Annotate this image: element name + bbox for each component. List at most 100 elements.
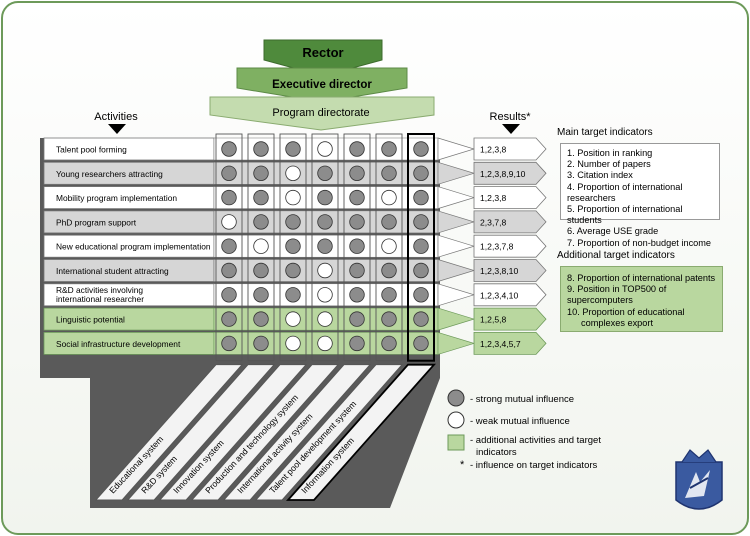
- weak-influence-icon: [317, 335, 333, 352]
- weak-influence-icon: [317, 262, 333, 279]
- activity-label: New educational program implementation: [56, 242, 211, 252]
- strong-influence-icon: [285, 141, 301, 157]
- strong-influence-icon: [253, 262, 269, 279]
- strong-influence-icon: [381, 214, 397, 230]
- system-band: [222, 364, 372, 501]
- row-arrow-icon: [437, 234, 476, 258]
- strong-influence-icon: [413, 335, 429, 352]
- activities-arrow-icon: [108, 124, 126, 134]
- additional-indicators-box: 8. Proportion of international patents 9…: [560, 266, 723, 332]
- weak-influence-icon: [317, 311, 333, 327]
- strong-influence-icon: [285, 287, 301, 303]
- system-band: [285, 363, 437, 501]
- row-arrow-icon: [437, 161, 476, 185]
- system-column-frame: [247, 133, 275, 362]
- weak-influence-icon: [221, 214, 237, 230]
- result-box: [473, 161, 547, 185]
- activity-label: Social infrastructure development: [56, 339, 181, 349]
- strong-influence-icon: [381, 141, 397, 157]
- strong-influence-icon: [381, 165, 397, 182]
- activities-label: Activities: [94, 111, 138, 123]
- activity-label: Young researchers attracting: [56, 169, 163, 179]
- weak-influence-icon: [381, 238, 397, 254]
- system-column-frame: [343, 133, 371, 362]
- strong-influence-icon: [413, 311, 429, 327]
- strong-influence-icon: [253, 141, 269, 157]
- main-indicator-5: 5. Proportion of international students: [567, 204, 683, 226]
- activity-label: PhD program support: [56, 217, 137, 227]
- system-band: [190, 364, 340, 501]
- main-indicator-3: 3. Citation index: [567, 170, 633, 181]
- legend-additional-text-2: indicators: [476, 447, 517, 458]
- main-indicator-1: 1. Position in ranking: [567, 148, 653, 158]
- strong-influence-icon: [253, 311, 269, 327]
- result-label: 1,2,3,8,10: [480, 266, 518, 276]
- strong-influence-icon: [349, 238, 365, 254]
- strong-influence-icon: [221, 335, 237, 352]
- strong-influence-icon: [317, 214, 333, 230]
- strong-influence-icon: [349, 335, 365, 352]
- row-arrow-icon: [437, 210, 476, 234]
- strong-influence-icon: [221, 287, 237, 303]
- strong-influence-icon: [413, 141, 429, 157]
- strong-influence-icon: [253, 189, 269, 206]
- weak-influence-icon: [285, 335, 301, 352]
- strong-influence-icon: [381, 262, 397, 279]
- system-column-frame: [375, 133, 403, 362]
- weak-influence-icon: [317, 287, 333, 303]
- activity-label: International student attracting: [56, 266, 169, 276]
- strong-influence-icon: [253, 335, 269, 352]
- strong-influence-icon: [349, 189, 365, 206]
- row-arrow-icon: [437, 186, 476, 210]
- strong-influence-icon: [413, 165, 429, 182]
- result-box: [473, 259, 547, 282]
- strong-influence-icon: [285, 238, 301, 254]
- result-label: 1,2,3,8: [480, 193, 507, 203]
- results-label: Results*: [490, 111, 532, 123]
- activity-label: Mobility program implementation: [56, 193, 177, 203]
- weak-influence-icon: [285, 165, 301, 182]
- weak-influence-icon: [317, 141, 333, 157]
- activity-label-line2: international researcher: [56, 294, 144, 304]
- strong-influence-icon: [413, 287, 429, 303]
- activity-label: Linguistic potential: [56, 315, 125, 325]
- system-column-frame: [215, 133, 243, 362]
- strong-influence-icon: [349, 141, 365, 157]
- strong-influence-icon: [381, 311, 397, 327]
- row-arrow-icon: [437, 331, 476, 355]
- additional-indicator-9: 9. Position in TOP500 of supercomputers: [567, 284, 667, 306]
- strong-influence-icon: [285, 214, 301, 230]
- strong-influence-icon: [221, 311, 237, 327]
- system-band: [94, 364, 244, 501]
- legend-star-text: - influence on target indicators: [470, 460, 598, 471]
- result-box: [473, 234, 547, 258]
- strong-influence-icon: [349, 165, 365, 182]
- system-column-frame: [407, 133, 435, 362]
- strong-influence-icon: [253, 287, 269, 303]
- legend-strong-icon: [447, 389, 465, 407]
- strong-influence-icon: [221, 262, 237, 279]
- result-label: 1,2,3,8,9,10: [480, 169, 526, 179]
- legend-weak-text: - weak mutual influence: [470, 416, 570, 427]
- strong-influence-icon: [221, 238, 237, 254]
- strong-influence-icon: [285, 262, 301, 279]
- result-box: [473, 186, 547, 210]
- weak-influence-icon: [285, 189, 301, 206]
- strong-influence-icon: [317, 189, 333, 206]
- row-arrow-icon: [437, 137, 476, 161]
- main-indicators-box: 1. Position in ranking 2. Number of pape…: [560, 143, 720, 248]
- result-box: [473, 283, 547, 307]
- main-indicators-title: Main target indicators: [557, 127, 653, 138]
- strong-influence-icon: [413, 262, 429, 279]
- strong-influence-icon: [413, 189, 429, 206]
- result-label: 1,2,3,4,10: [480, 290, 518, 300]
- row-arrow-icon: [437, 283, 476, 307]
- system-column-frame: [279, 133, 307, 362]
- strong-influence-icon: [221, 189, 237, 206]
- strong-influence-icon: [349, 262, 365, 279]
- legend-strong-text: - strong mutual influence: [470, 394, 574, 405]
- directorate-label: Program directorate: [272, 107, 369, 119]
- result-box: [473, 137, 547, 161]
